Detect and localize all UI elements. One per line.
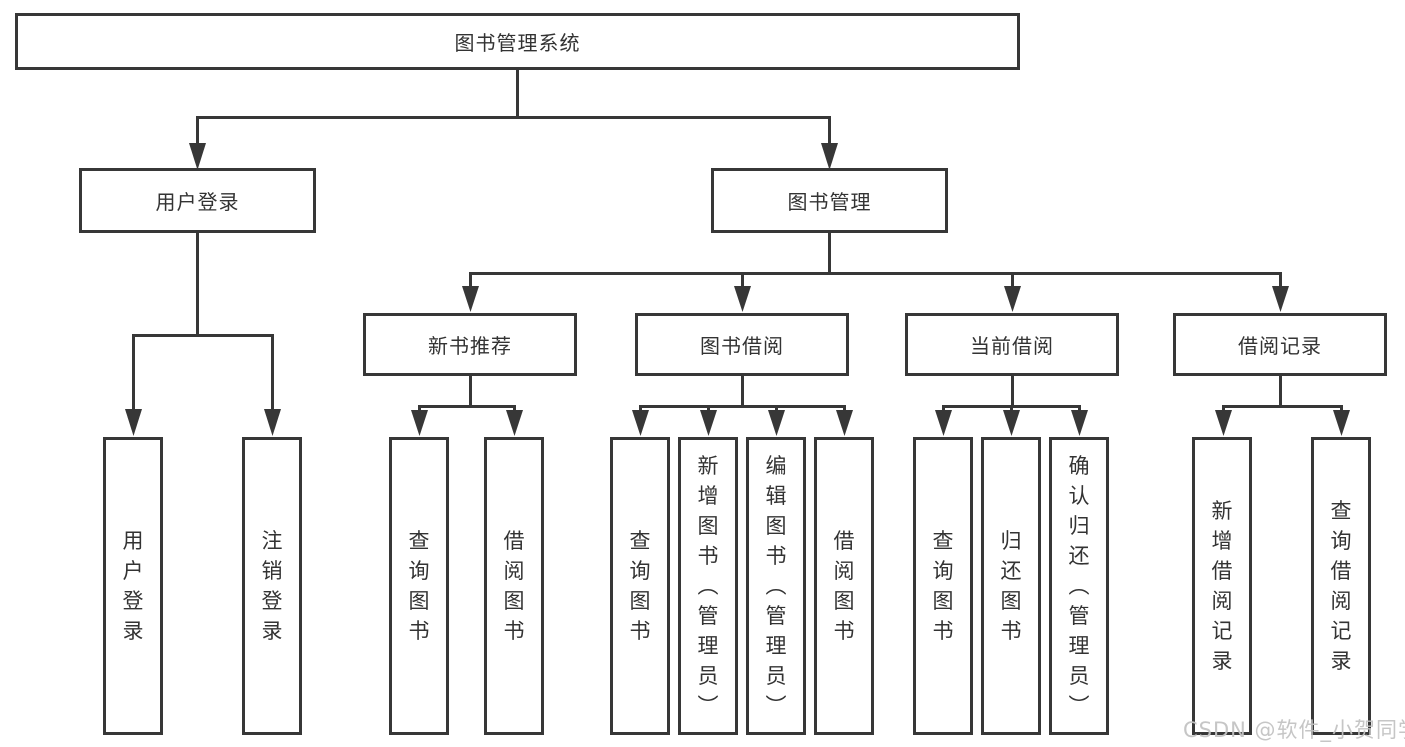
node-borrowing-records: 借阅记录 bbox=[1173, 313, 1387, 376]
node-leaf-user-login: 用 户 登 录 bbox=[103, 437, 163, 735]
node-book-management: 图书管理 bbox=[711, 168, 948, 233]
node-leaf-query-books-current: 查 询 图 书 bbox=[913, 437, 973, 735]
node-new-book-recommend: 新书推荐 bbox=[363, 313, 577, 376]
node-leaf-borrow-books-recommend: 借 阅 图 书 bbox=[484, 437, 544, 735]
node-leaf-query-books-borrow: 查 询 图 书 bbox=[610, 437, 670, 735]
node-current-borrowing: 当前借阅 bbox=[905, 313, 1119, 376]
node-leaf-query-books-recommend: 查 询 图 书 bbox=[389, 437, 449, 735]
node-leaf-borrow-books: 借 阅 图 书 bbox=[814, 437, 874, 735]
node-leaf-confirm-return-admin: 确 认 归 还 ︵ 管 理 员 ︶ bbox=[1049, 437, 1109, 735]
watermark-csdn: CSDN @软件_小贺同学 bbox=[1183, 718, 1405, 742]
node-book-borrowing: 图书借阅 bbox=[635, 313, 849, 376]
node-leaf-logout: 注 销 登 录 bbox=[242, 437, 302, 735]
node-leaf-return-books: 归 还 图 书 bbox=[981, 437, 1041, 735]
node-leaf-query-borrow-record: 查 询 借 阅 记 录 bbox=[1311, 437, 1371, 735]
node-library-system: 图书管理系统 bbox=[15, 13, 1020, 70]
node-leaf-add-books-admin: 新 增 图 书 ︵ 管 理 员 ︶ bbox=[678, 437, 738, 735]
node-leaf-edit-books-admin: 编 辑 图 书 ︵ 管 理 员 ︶ bbox=[746, 437, 806, 735]
node-leaf-add-borrow-record: 新 增 借 阅 记 录 bbox=[1192, 437, 1252, 735]
node-user-login: 用户登录 bbox=[79, 168, 316, 233]
